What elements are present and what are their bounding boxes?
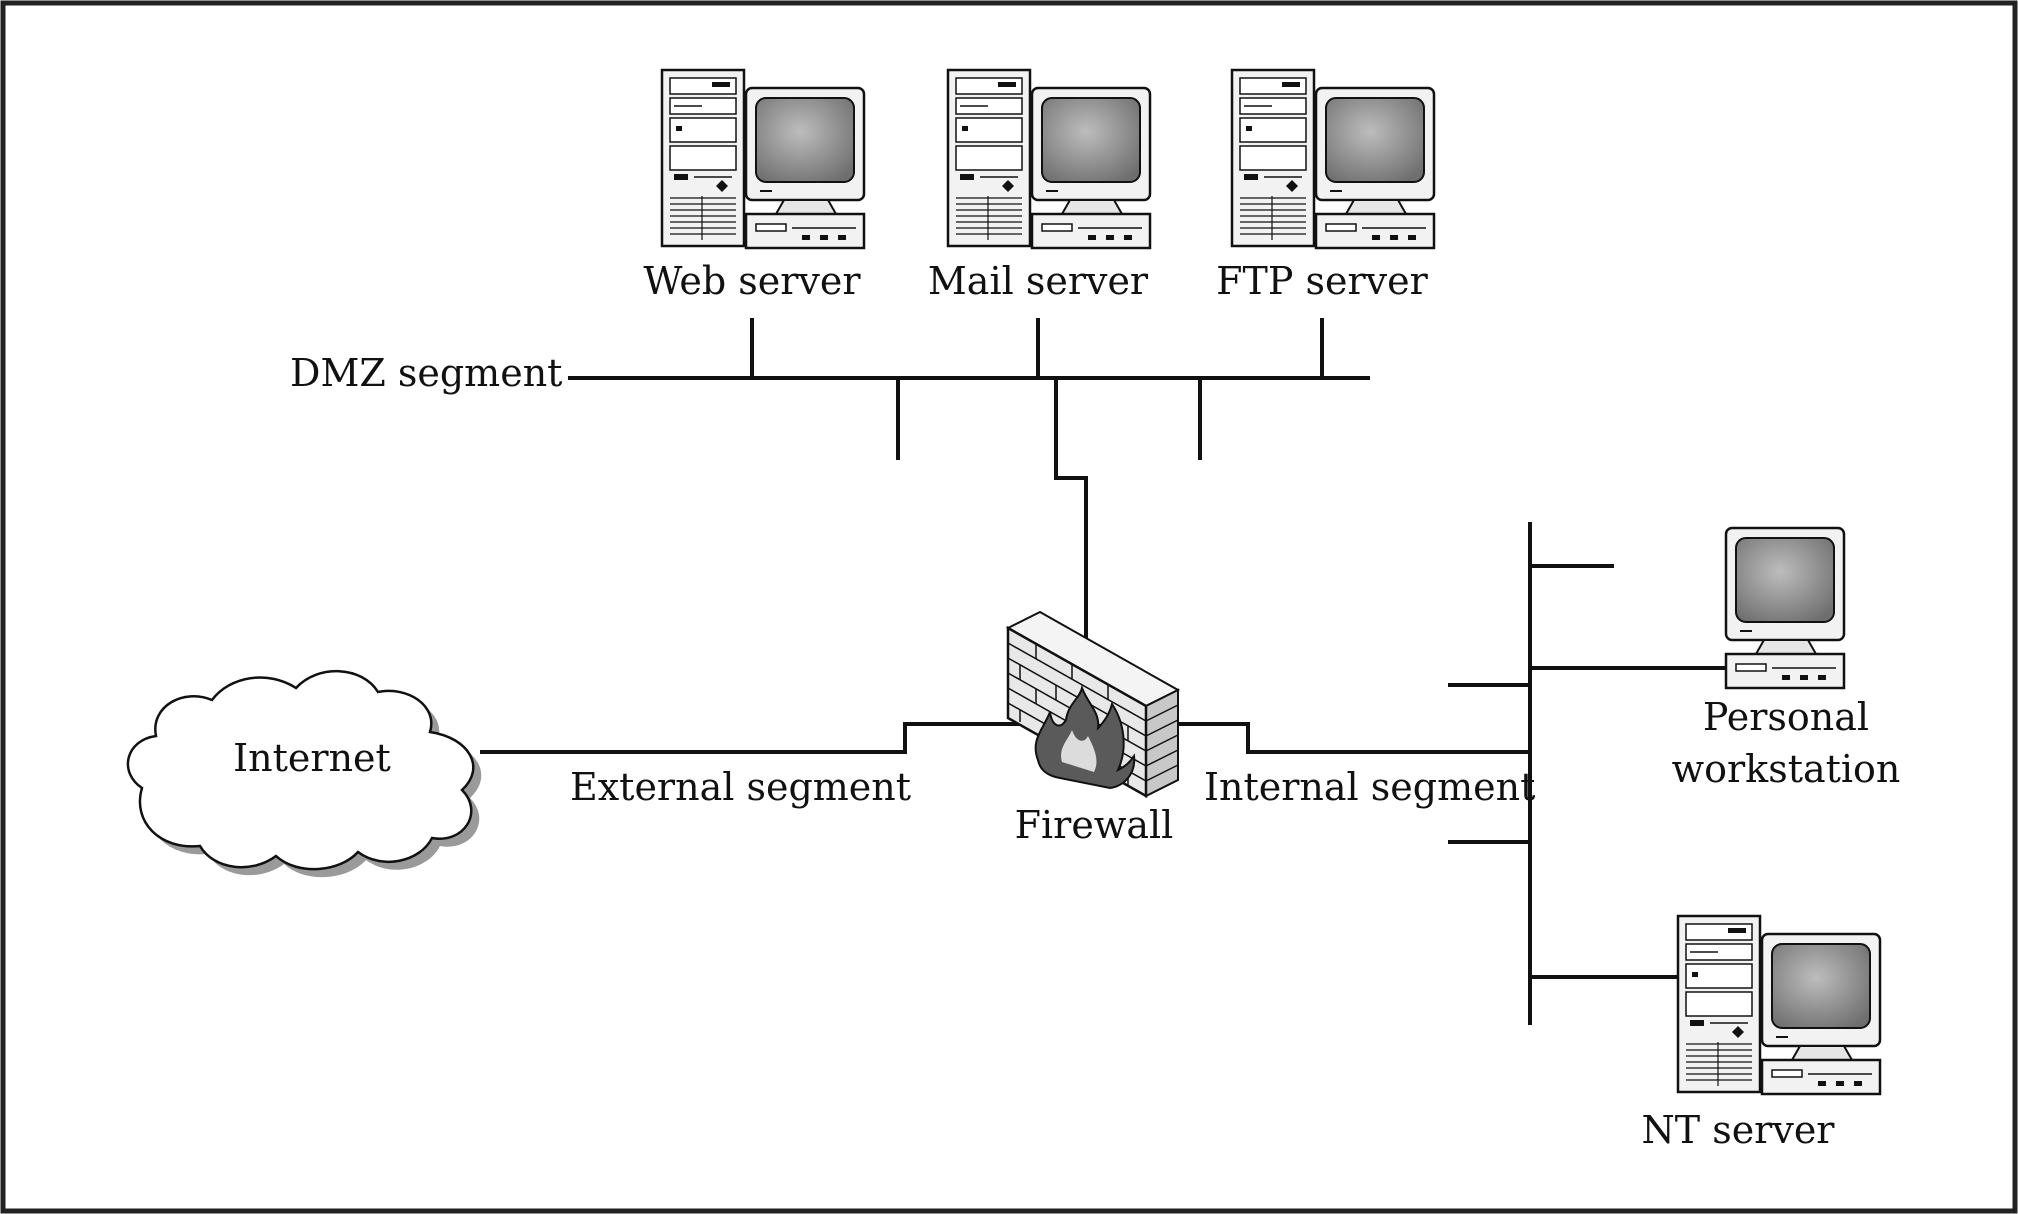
dmz-to-firewall-link bbox=[1054, 378, 1088, 650]
ftp-server-node: FTP server bbox=[1216, 70, 1434, 303]
web-server-node: Web server bbox=[643, 70, 864, 303]
firewall-label: Firewall bbox=[1015, 803, 1174, 847]
mail-server-label: Mail server bbox=[928, 259, 1149, 303]
workstation-label-line1: Personal bbox=[1703, 695, 1869, 739]
server-computer-icon bbox=[662, 70, 864, 248]
internet-node: Internet bbox=[126, 669, 482, 878]
mail-server-node: Mail server bbox=[928, 70, 1150, 303]
server-computer-icon bbox=[948, 70, 1150, 248]
workstation-label-line2: workstation bbox=[1672, 747, 1901, 791]
firewall-icon bbox=[1005, 610, 1181, 799]
nt-server-label: NT server bbox=[1642, 1108, 1836, 1152]
nt-server-node: NT server bbox=[1642, 916, 1880, 1152]
dmz-segment-label: DMZ segment bbox=[290, 351, 562, 395]
external-segment-label: External segment bbox=[570, 765, 911, 809]
internet-label: Internet bbox=[233, 736, 391, 780]
server-computer-icon bbox=[1678, 916, 1880, 1094]
cloud-icon bbox=[126, 669, 482, 878]
workstation-node: Personal workstation bbox=[1672, 526, 1901, 791]
server-computer-icon bbox=[1232, 70, 1434, 248]
internal-segment-label: Internal segment bbox=[1204, 765, 1535, 809]
internal-segment-line bbox=[1178, 722, 1530, 754]
external-segment-line bbox=[480, 722, 1030, 754]
network-links bbox=[480, 318, 1728, 1025]
web-server-label: Web server bbox=[643, 259, 861, 303]
firewall-node: Firewall bbox=[1005, 610, 1181, 847]
workstation-icon bbox=[1724, 526, 1846, 690]
ftp-server-label: FTP server bbox=[1216, 259, 1428, 303]
